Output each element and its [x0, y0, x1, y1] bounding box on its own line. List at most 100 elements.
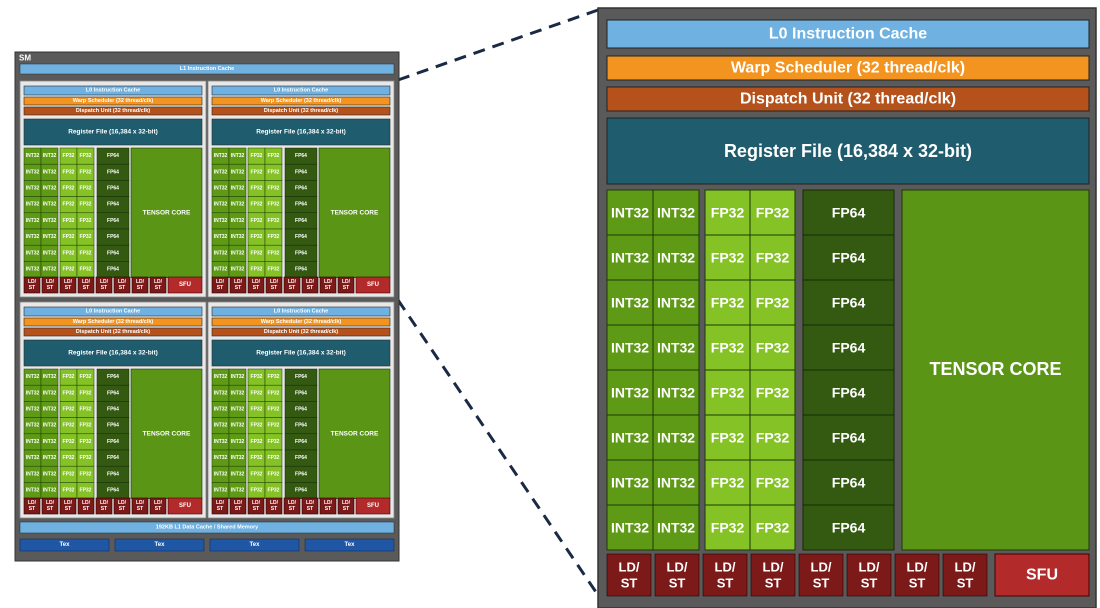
partition-4-int32-b-label-4: INT32 [231, 439, 245, 445]
partition-1-int32-b-label-7: INT32 [43, 267, 57, 273]
zoom-fp64-label-0: FP64 [832, 205, 866, 221]
zoom-ld-st-1-label-bottom: ST [621, 576, 638, 591]
partition-1-ld-st-7-label-bottom: ST [137, 285, 143, 291]
partition-2-fp64-label-0: FP64 [295, 153, 307, 159]
tex-unit-2 [114, 538, 205, 552]
partition-2-ld-st-5-label-top: LD/ [288, 279, 297, 285]
zoom-ld-st-7-label-top: LD/ [907, 559, 928, 574]
partition-2-int32-b-label-6: INT32 [231, 250, 245, 256]
partition-3-fp32-a-label-6: FP32 [63, 471, 75, 477]
zoom-int32-b-6 [652, 459, 700, 506]
partition-4-ld-st-6-label-top: LD/ [306, 500, 315, 506]
partition-2-ld-st-6-label-bottom: ST [307, 285, 313, 291]
partition-1-dispatch-unit [23, 106, 203, 116]
partition-1-ld-st-5-label-top: LD/ [100, 279, 109, 285]
zoom-warp-scheduler-label: Warp Scheduler (32 thread/clk) [731, 60, 965, 77]
partition-2-ld-st-8-label-top: LD/ [342, 279, 351, 285]
partition-3-ld-st-2 [41, 497, 59, 515]
tex-unit-4 [304, 538, 395, 552]
partition-1-fp32-b-label-3: FP32 [80, 202, 92, 208]
zoom-fp32-b-label-5: FP32 [756, 430, 790, 446]
zoom-ld-st-6-label-bottom: ST [861, 576, 878, 591]
partition-2-fp64-label-3: FP64 [295, 202, 307, 208]
partition-2-warp-scheduler [211, 96, 391, 106]
partition-1-ld-st-1 [23, 276, 41, 294]
partition-1-ld-st-1-label-top: LD/ [28, 279, 37, 285]
partition-1-fp64-7 [96, 261, 130, 278]
zoom-int32-b-label-1: INT32 [657, 250, 695, 266]
partition-2-int32-a-label-7: INT32 [214, 267, 228, 273]
partition-3-ld-st-8 [149, 497, 167, 515]
zoom-fp64-4 [802, 369, 895, 416]
partition-4-fp32-b-label-5: FP32 [268, 455, 280, 461]
partition-1-ld-st-3-label-top: LD/ [64, 279, 73, 285]
zoom-fp32-a-label-6: FP32 [711, 475, 745, 491]
partition-3-fp32-b-label-1: FP32 [80, 390, 92, 396]
zoom-int32-b-2 [652, 279, 700, 326]
partition-1-ld-st-8-label-top: LD/ [154, 279, 163, 285]
partition-3-sfu [167, 497, 203, 515]
partition-3-ld-st-5-label-bottom: ST [101, 506, 107, 512]
partition-2-l0-cache [211, 85, 391, 96]
partition-3-ld-st-8-label-bottom: ST [155, 506, 161, 512]
partition-3-int32-b-label-7: INT32 [43, 488, 57, 494]
partition-3-ld-st-7-label-bottom: ST [137, 506, 143, 512]
zoom-fp32-b-label-1: FP32 [756, 250, 790, 266]
tex-unit-3-label: Tex [250, 542, 261, 548]
zoom-fp32-b-label-2: FP32 [756, 295, 790, 311]
partition-4-fp64-label-2: FP64 [295, 407, 307, 413]
partition-1-ld-st-6-label-bottom: ST [119, 285, 125, 291]
partition-4-ld-st-7-label-bottom: ST [325, 506, 331, 512]
partition-3-fp32-a-label-1: FP32 [63, 390, 75, 396]
zoom-int32-b-label-3: INT32 [657, 340, 695, 356]
partition-3-ld-st-7 [131, 497, 149, 515]
zoom-int32-b-label-0: INT32 [657, 205, 695, 221]
partition-2-ld-st-4 [265, 276, 283, 294]
zoom-sfu-label: SFU [1026, 567, 1058, 584]
zoom-int32-b-label-4: INT32 [657, 385, 695, 401]
partition-2-int32-a-label-5: INT32 [214, 234, 228, 240]
partition-2-ld-st-5-label-bottom: ST [289, 285, 295, 291]
partition-4-l0-cache-label: L0 Instruction Cache [274, 309, 328, 315]
partition-4-warp-scheduler-label: Warp Scheduler (32 thread/clk) [261, 319, 342, 325]
partition-4-fp32-b-label-4: FP32 [268, 439, 280, 445]
partition-3-fp32-a-label-3: FP32 [63, 423, 75, 429]
zoom-fp32-a-label-7: FP32 [711, 520, 745, 536]
zoom-fp32-b-7 [749, 504, 796, 551]
partition-1-fp32-a-label-1: FP32 [63, 169, 75, 175]
partition-3-fp32-a-label-7: FP32 [63, 488, 75, 494]
partition-2-sfu-label: SFU [367, 282, 379, 288]
partition-1-fp32-b-label-2: FP32 [80, 186, 92, 192]
zoom-register-file [606, 117, 1090, 185]
zoom-int32-b-0 [652, 189, 700, 236]
partition-1-int32-a-label-3: INT32 [26, 202, 40, 208]
partition-1-dispatch-unit-label: Dispatch Unit (32 thread/clk) [76, 108, 150, 114]
zoom-ld-st-2-label-bottom: ST [669, 576, 686, 591]
zoom-connector-top [397, 8, 599, 82]
partition-1-ld-st-5 [95, 276, 113, 294]
partition-2-fp32-a-label-4: FP32 [251, 218, 263, 224]
zoom-int32-b-1 [652, 234, 700, 281]
partition-4-register-file [211, 339, 391, 367]
zoom-fp64-0 [802, 189, 895, 236]
partition-1-tensor-core-label: TENSOR CORE [143, 209, 191, 216]
partition-1-ld-st-6 [113, 276, 131, 294]
partition-3-int32-a-label-0: INT32 [26, 374, 40, 380]
zoom-dispatch-unit [606, 86, 1090, 112]
partition-3-fp64-label-2: FP64 [107, 407, 119, 413]
partition-3-int32-a-label-7: INT32 [26, 488, 40, 494]
partition-3-fp64-label-0: FP64 [107, 374, 119, 380]
partition-2-fp64-label-7: FP64 [295, 267, 307, 273]
partition-4-dispatch-unit [211, 327, 391, 337]
partition-3-fp32-b-label-5: FP32 [80, 455, 92, 461]
zoom-ld-st-2-label-top: LD/ [667, 559, 688, 574]
partition-1-fp64-label-6: FP64 [107, 250, 119, 256]
partition-2-ld-st-4-label-bottom: ST [271, 285, 277, 291]
zoom-int32-b-label-6: INT32 [657, 475, 695, 491]
l1-data-cache-label: 192KB L1 Data Cache / Shared Memory [156, 525, 259, 531]
partition-4-int32-a-label-1: INT32 [214, 390, 228, 396]
tex-unit-1 [19, 538, 110, 552]
partition-1-warp-scheduler [23, 96, 203, 106]
partition-4-fp64-7 [284, 482, 318, 499]
partition-3-ld-st-5-label-top: LD/ [100, 500, 109, 506]
